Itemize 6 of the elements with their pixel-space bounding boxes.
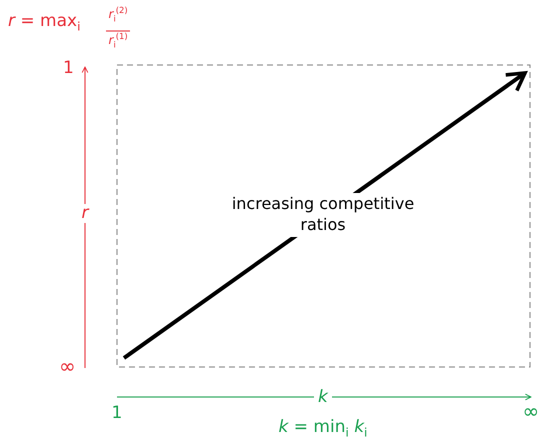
axis-value: ∞ xyxy=(59,356,76,376)
axis-value: ∞ xyxy=(522,401,540,421)
ratio-formula: r = max$_{i}$ xyxy=(8,13,80,34)
axis-value: 1 xyxy=(63,60,74,76)
ratio-formula: k = min$_{i}$ k$_{i}$ xyxy=(278,419,368,437)
axis-value: 1 xyxy=(112,404,122,422)
